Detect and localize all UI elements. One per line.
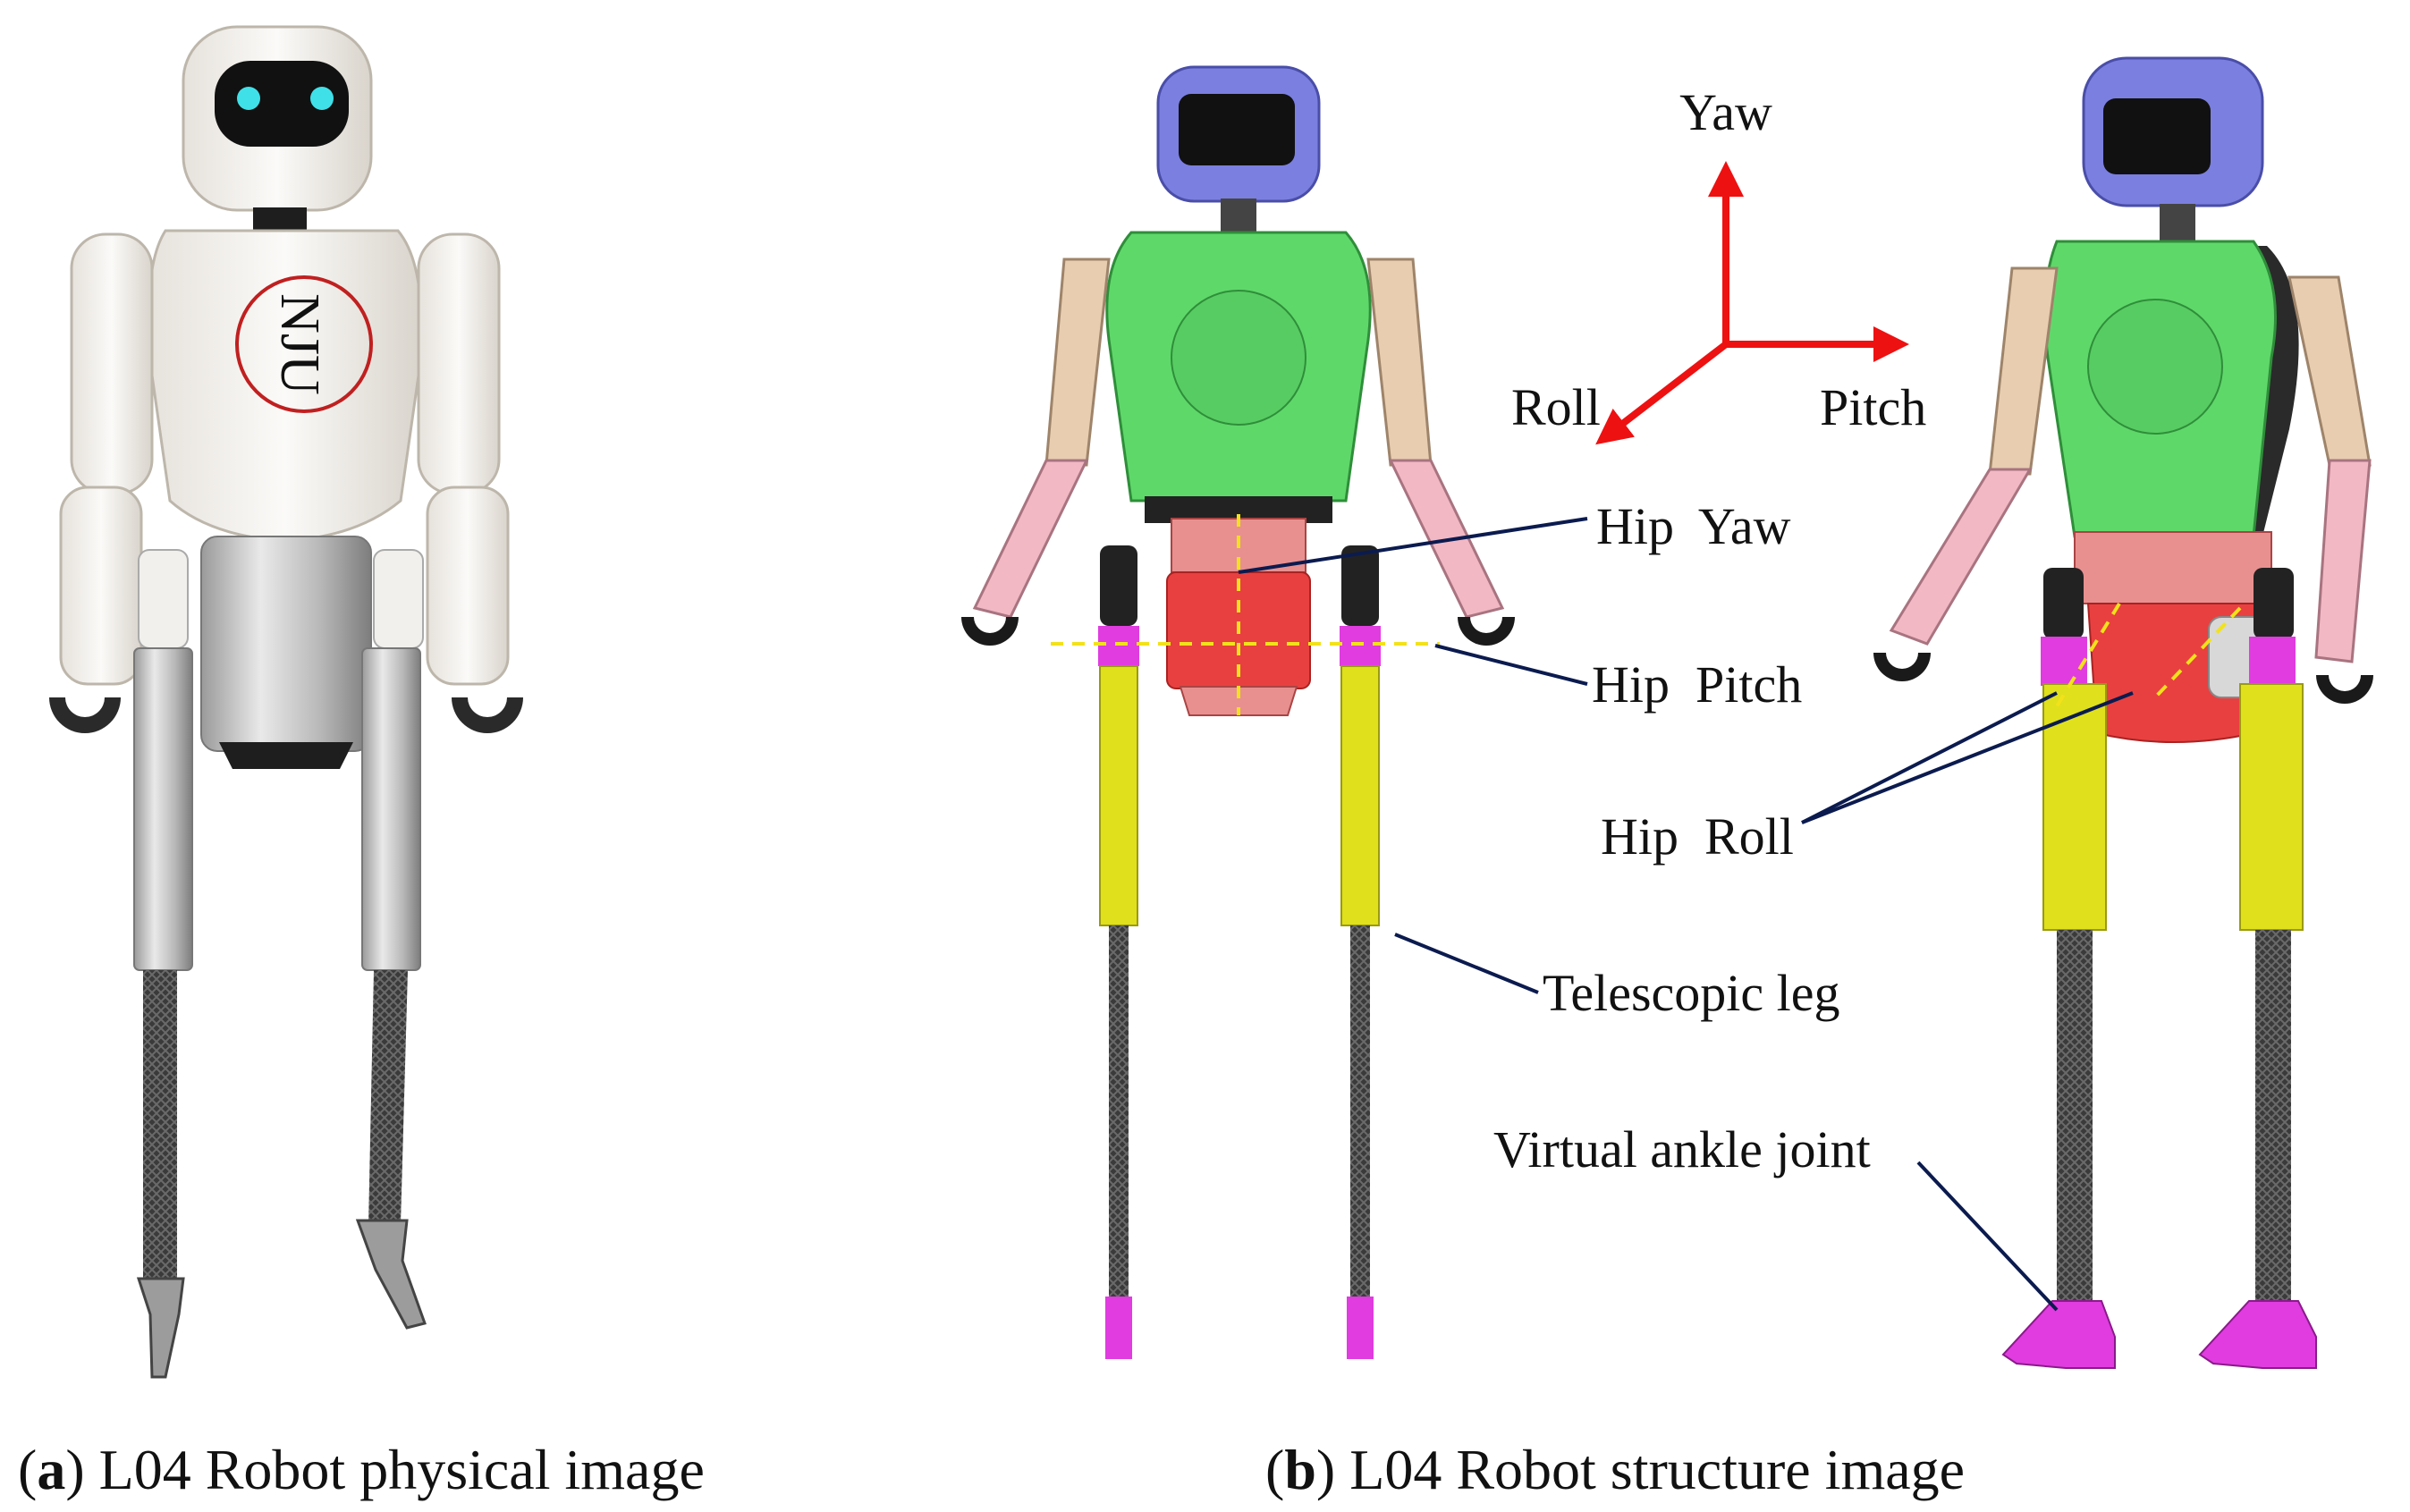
cad-side-left-foot xyxy=(2001,1300,2116,1369)
cad-front-left-leg xyxy=(1099,665,1138,926)
pitch-axis-label: Pitch xyxy=(1820,378,1926,436)
cad-front-right-motor xyxy=(1341,545,1379,626)
robot-right-forearm xyxy=(426,486,510,686)
cad-side-neck xyxy=(2160,204,2195,241)
robot-left-forearm xyxy=(59,486,143,686)
robot-eye-right xyxy=(310,87,334,110)
robot-hip-drum xyxy=(200,536,372,752)
leader-hip-pitch xyxy=(1434,644,1588,686)
cad-side-left-gripper xyxy=(1873,653,1931,681)
leader-hip-roll-1 xyxy=(1801,691,2058,824)
cad-front-chest-disc xyxy=(1171,290,1306,426)
cad-front-right-leg xyxy=(1340,665,1380,926)
yaw-axis-label: Yaw xyxy=(1679,83,1772,141)
robot-right-leg-motor xyxy=(373,549,424,649)
label-hip-pitch: Hip Pitch xyxy=(1592,655,1802,714)
label-virtual-ankle: Virtual ankle joint xyxy=(1493,1120,1871,1178)
cad-front-left-upper-arm xyxy=(1044,258,1111,467)
cad-front-hip-base xyxy=(1179,686,1298,716)
cad-side-right-motor xyxy=(2254,568,2294,639)
cad-front-left-forearm xyxy=(972,459,1089,619)
cad-side-right-gripper xyxy=(2316,675,2373,704)
label-hip-roll: Hip Roll xyxy=(1601,807,1794,866)
roll-axis-label: Roll xyxy=(1511,378,1601,436)
coordinate-axes: Yaw Roll Pitch xyxy=(1511,83,1926,445)
robot-right-leg-housing xyxy=(361,647,421,971)
leader-lines xyxy=(1238,517,2134,1312)
robot-face-visor xyxy=(215,61,349,147)
robot-left-gripper xyxy=(49,697,121,733)
cad-front-neck xyxy=(1221,199,1256,234)
robot-eye-left xyxy=(237,87,260,110)
annotations: Hip Yaw Hip Pitch Hip Roll Telescopic le… xyxy=(1493,497,1871,1178)
cad-front-left-shaft xyxy=(1109,925,1129,1301)
robot-right-gripper xyxy=(452,697,523,733)
cad-front-right-foot xyxy=(1347,1297,1374,1359)
robot-left-upper-arm xyxy=(70,232,154,495)
caption-b: (b) L04 Robot structure image xyxy=(1265,1438,1965,1501)
caption-b-letter: b xyxy=(1284,1438,1316,1501)
leader-hip-yaw xyxy=(1238,517,1588,574)
cad-side-right-foot xyxy=(2198,1300,2317,1369)
cad-side-left-hip-joint xyxy=(2041,637,2087,686)
captions: (a) L04 Robot physical image (b) L04 Rob… xyxy=(18,1438,1965,1501)
leader-telescopic-leg xyxy=(1394,933,1539,994)
cad-front-right-upper-arm xyxy=(1366,258,1433,467)
robot-logo-text: NJU xyxy=(269,293,330,395)
cad-side-left-shaft xyxy=(2057,930,2093,1305)
cad-side-left-forearm xyxy=(1889,468,2033,646)
robot-left-leg-motor xyxy=(138,549,189,649)
robot-right-foot xyxy=(355,1219,427,1330)
cad-front-right-shaft xyxy=(1350,925,1370,1301)
robot-neck xyxy=(253,207,307,232)
cad-side-right-upper-arm xyxy=(2287,275,2372,467)
robot-right-upper-arm xyxy=(417,232,501,495)
cad-front-left-motor xyxy=(1100,545,1137,626)
robot-logo-ring xyxy=(235,275,373,413)
cad-side-visor xyxy=(2103,98,2211,174)
physical-robot: NJU xyxy=(49,25,523,1379)
cad-side-left-motor xyxy=(2043,568,2084,639)
cad-side-right-hip-joint xyxy=(2249,637,2296,686)
cad-front-left-hip-joint xyxy=(1098,626,1139,666)
cad-front-view xyxy=(961,65,1515,1359)
cad-front-left-foot xyxy=(1105,1297,1132,1359)
cad-front-right-hip-joint xyxy=(1340,626,1381,666)
cad-side-right-leg xyxy=(2239,683,2304,931)
roll-axis-arrow xyxy=(1595,341,1729,445)
leader-virtual-ankle xyxy=(1916,1161,2059,1312)
robot-hip-base xyxy=(219,742,353,769)
caption-a: (a) L04 Robot physical image xyxy=(18,1438,705,1501)
caption-b-text: L04 Robot structure image xyxy=(1335,1438,1965,1501)
cad-side-left-leg xyxy=(2042,683,2107,931)
cad-side-view xyxy=(1873,56,2373,1369)
cad-side-hip-top xyxy=(2074,531,2272,604)
caption-a-letter: a xyxy=(37,1438,65,1501)
caption-a-text: L04 Robot physical image xyxy=(85,1438,705,1501)
cad-front-visor xyxy=(1179,94,1295,165)
cad-side-left-upper-arm xyxy=(1988,266,2059,476)
label-hip-yaw: Hip Yaw xyxy=(1596,497,1791,555)
cad-side-chest-disc xyxy=(2087,299,2223,435)
cad-side-right-shaft xyxy=(2255,930,2291,1305)
cad-front-right-gripper xyxy=(1458,617,1515,646)
robot-left-foot xyxy=(136,1277,185,1379)
cad-front-left-gripper xyxy=(961,617,1019,646)
label-telescopic-leg: Telescopic leg xyxy=(1543,964,1840,1022)
robot-left-leg-housing xyxy=(133,647,193,971)
cad-side-right-forearm xyxy=(2314,459,2372,663)
robot-left-carbon-shaft xyxy=(143,970,177,1283)
robot-right-carbon-shaft xyxy=(368,970,408,1225)
leader-hip-roll-2 xyxy=(1801,691,2134,824)
